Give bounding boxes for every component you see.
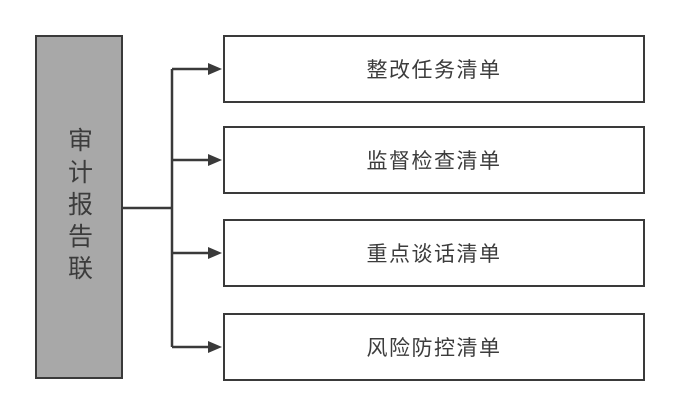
arrowhead-icon-3 bbox=[208, 247, 222, 259]
leaf-node-rectification-task-list: 整改任务清单 bbox=[223, 35, 645, 103]
leaf-node-risk-prevention-control-list: 风险防控清单 bbox=[223, 313, 645, 381]
leaf-node-supervision-inspection-list: 监督检查清单 bbox=[223, 126, 645, 194]
arrowhead-icon-4 bbox=[208, 341, 222, 353]
leaf-node-label: 整改任务清单 bbox=[366, 58, 502, 82]
leaf-node-key-talk-list: 重点谈话清单 bbox=[223, 219, 645, 287]
leaf-node-label: 重点谈话清单 bbox=[366, 242, 502, 266]
root-node-label: 审计报告联 bbox=[64, 127, 94, 287]
leaf-node-label: 监督检查清单 bbox=[366, 149, 502, 173]
leaf-node-label: 风险防控清单 bbox=[366, 336, 502, 360]
arrowhead-icon-2 bbox=[208, 154, 222, 166]
arrowhead-icon-1 bbox=[208, 63, 222, 75]
root-node-audit-report: 审计报告联 bbox=[35, 35, 123, 379]
